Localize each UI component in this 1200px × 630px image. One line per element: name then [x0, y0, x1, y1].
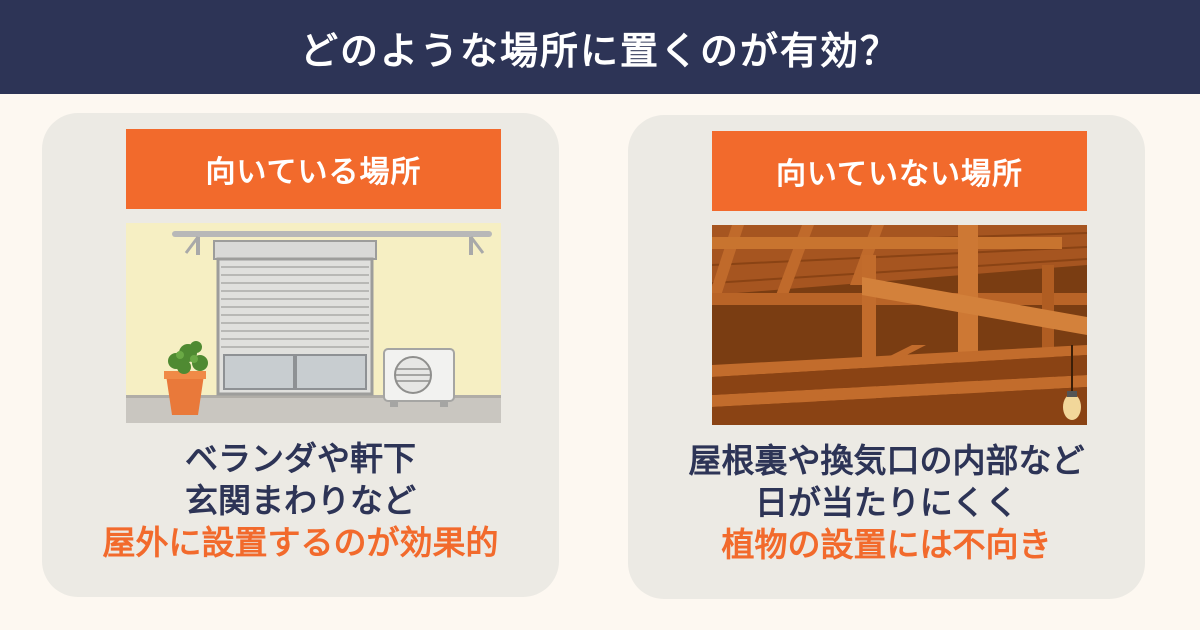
veranda-illustration	[126, 223, 501, 423]
page-title: どのような場所に置くのが有効？	[299, 28, 900, 73]
unsuitable-places-caption: 屋根裏や換気口の内部など 日が当たりにくく 植物の設置には不向き	[628, 440, 1145, 566]
caption-line-2: 日が当たりにくく	[754, 483, 1019, 522]
caption-accent-line: 屋外に設置するのが効果的	[102, 523, 499, 562]
unsuitable-places-label: 向いていない場所	[712, 131, 1087, 211]
caption-line-1: ベランダや軒下	[185, 439, 416, 478]
suitable-places-card: 向いている場所	[42, 113, 559, 597]
unsuitable-places-card: 向いていない場所	[628, 115, 1145, 599]
attic-illustration	[712, 225, 1087, 425]
suitable-places-label: 向いている場所	[126, 129, 501, 209]
suitable-places-caption: ベランダや軒下 玄関まわりなど 屋外に設置するのが効果的	[42, 438, 559, 564]
caption-accent-line: 植物の設置には不向き	[721, 525, 1052, 564]
caption-line-1: 屋根裏や換気口の内部など	[688, 441, 1085, 480]
caption-line-2: 玄関まわりなど	[185, 481, 416, 520]
header-banner: どのような場所に置くのが有効？	[0, 0, 1200, 94]
